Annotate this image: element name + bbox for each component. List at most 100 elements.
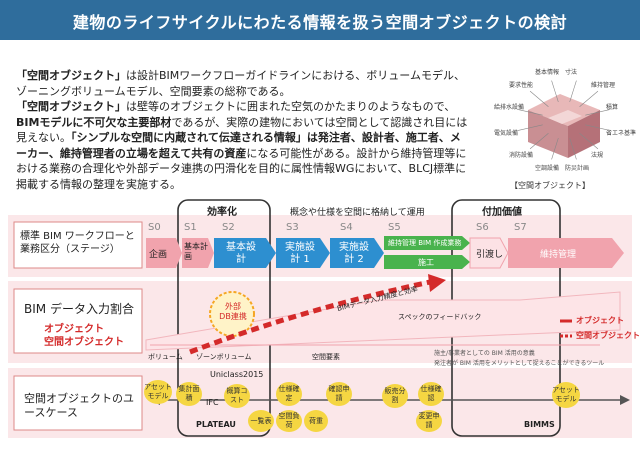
group-efficiency-label: 効率化 [207,207,237,218]
attribute-ray [585,124,611,131]
attribute-label: 法規 [591,152,604,159]
step-s6: 引渡し [476,250,504,260]
stage-code-s7: S7 [514,222,527,233]
attribute-ray [569,80,577,103]
timeline-right-head [620,395,630,405]
group-efficiency-frame [177,199,271,437]
attribute-ray [551,80,559,103]
usecase-list: 一覧表 [248,410,274,432]
row2-label: BIM データ入力割合 [24,302,134,316]
intro-paragraph-1: 「空間オブジェクト」は設計BIMワークフローガイドラインにおける、ボリュームモデ… [16,68,470,99]
attribute-label: 寸法 [565,69,578,76]
bim-input-arrowhead [428,274,446,292]
attribute-label: 積算 [606,104,619,111]
attribute-label: 省エネ基準 [606,130,637,137]
stage-s2-arrow [214,238,276,268]
term-space-object-2: 「空間オブジェクト」 [16,100,126,113]
attribute-label: 給排水設備 [494,104,525,111]
bimms-label: BIMMS [524,420,555,429]
intro-text: 「空間オブジェクト」は設計BIMワークフローガイドラインにおける、ボリュームモデ… [16,68,470,192]
bim-input-arrow [189,279,431,355]
attribute-label: 維持管理 [591,82,616,89]
usecase-spec-confirm: 仕様確定 [276,382,302,406]
usecase-sales-division: 販売分割 [382,384,408,408]
stage-s3-arrow [276,238,330,268]
usecase-permit-application: 確認申請 [326,382,352,406]
row3-label: 空間オブジェクトのユースケース [24,392,134,419]
usecase-asset-model-right: アセットモデル [552,382,580,408]
stage-s5a-arrow [384,236,470,250]
plateau-label: PLATEAU [196,420,236,429]
step-s5a: 維持管理 BIM 作成業務 [388,239,462,247]
intro-p1-body: は設計BIMワークフローガイドラインにおける、ボリュームモデル、ゾーニングボリュ… [16,69,465,98]
note-2: 発注者が BIM 活用をメリットとして捉えることができるツール [434,360,605,367]
step-s3: 実施設計 1 [285,242,315,265]
attribute-ray [529,132,549,150]
attribute-label: 空調設備 [535,165,560,172]
attribute-label: 基本情報 [535,69,560,76]
step-s7: 維持管理 [540,250,577,260]
attribute-ray [579,90,599,108]
usecase-spec-check: 仕様確認 [418,382,444,406]
attribute-label: 消防設備 [509,152,534,159]
stage-code-s3: S3 [286,222,299,233]
attribute-ray [579,132,599,150]
row1-label: 標準 BIM ワークフローと業務区分（ステージ） [20,231,135,255]
attribute-ray [585,109,611,116]
row1-label-box [13,221,143,269]
stage-s0-arrow [146,238,182,268]
legend-object: オブジェクト [576,316,624,325]
object-data-wedge [145,291,621,351]
stage-s4-arrow [330,238,384,268]
intro-p2-body: は壁等のオブジェクトに囲まれた空気のかたまりのようなもので、 [126,100,456,113]
object-caption: 【空間オブジェクト】 [510,181,590,190]
stage-s6-arrow [469,237,509,269]
stage-s5b-arrow [384,255,470,269]
intro-p2-bold-2: 「シンプルな空間に内蔵されて伝達される情報」は発注者、設計者、施工者、メーカー、… [16,131,461,160]
row2-sub-space: 空間オブジェクト [44,337,124,348]
ifc-label: IFC [206,398,219,407]
step-s5b: 施工 [418,258,434,267]
usecase-area-summary: 集計面積 [176,382,202,406]
term-space-object: 「空間オブジェクト」 [16,69,126,82]
intro-p2-bold: BIMモデルに不可欠な主要部材 [16,115,172,129]
note-1: 施主/事業者としての BIM 活用の意義 [434,350,535,357]
label-zoning: ゾーンボリューム [196,353,252,361]
attribute-ray [517,124,543,131]
step-s1: 基本計画 [184,242,208,261]
space-object-block [528,94,600,158]
group-concept-label: 概念や仕様を空間に格納して運用 [290,208,425,218]
attribute-ray [529,90,549,108]
step-s2: 基本設計 [226,242,256,265]
step-s0: 企画 [149,250,168,260]
page-title: 建物のライフサイクルにわたる情報を扱う空間オブジェクトの検討 [72,13,568,32]
usecase-load: 荷重 [304,410,328,432]
feedback-label: スペックのフィードバック [398,313,482,321]
intro-p2-body-3: になる可能性がある。設計から維持管理等における業務の合理化や外部データ連携の円滑… [16,146,467,191]
stage-code-s6: S6 [476,222,489,233]
stage-code-s2: S2 [222,222,235,233]
attribute-ray [569,137,577,160]
attribute-label: 要求性能 [509,82,534,89]
attribute-ray [551,137,559,160]
intro-paragraph-2: 「空間オブジェクト」は壁等のオブジェクトに囲まれた空気のかたまりのようなもので、… [16,99,470,192]
row3-label-box [13,375,143,431]
usecase-asset-model-left: アセットモデル [144,380,172,404]
step-s4: 実施設計 2 [339,242,369,265]
usecase-space-load: 空間負荷 [276,410,302,432]
stage-arrows [146,236,624,269]
usecase-cost-estimate: 概算コスト [224,384,250,408]
stage-code-s4: S4 [340,222,353,233]
intro-p2-body-2: であるが、実際の建物においては空間として認識され目には見えない。 [16,115,468,145]
legend-space-object: 空間オブジェクト [576,331,640,340]
ext-db-burst [209,291,255,337]
object-attribute-rays [517,80,611,160]
row2-label-box [13,288,143,354]
uniclass-label: Uniclass2015 [210,370,264,379]
row2-sub-object: オブジェクト [44,324,104,335]
stage-code-s0: S0 [148,222,161,233]
ext-db-label: 外部 DB連携 [219,302,247,321]
stage-s7-arrow [508,238,624,268]
